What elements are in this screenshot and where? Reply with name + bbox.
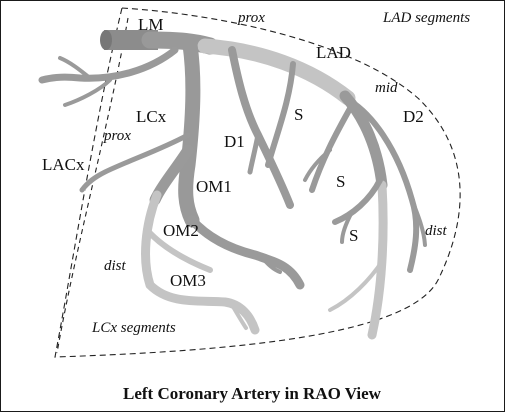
- label-s-1: S: [294, 105, 303, 124]
- septal-branch-3-twig: [340, 210, 354, 244]
- label-d1: D1: [224, 132, 245, 151]
- septal-branch-1: [265, 61, 296, 168]
- septal-branch-3: [332, 177, 383, 225]
- label-s-2: S: [336, 172, 345, 191]
- lcx-distal: [141, 190, 260, 335]
- lacx-boundary: [56, 17, 129, 354]
- lacx-branch-lower: [63, 78, 112, 107]
- om3-twig: [230, 303, 248, 330]
- septal-branch-2-twig: [303, 148, 332, 182]
- d1-side: [247, 132, 261, 175]
- om1-branch: [187, 215, 305, 290]
- label-dist-lcx: dist: [104, 258, 127, 274]
- label-lcx-segments: LCx segments: [91, 320, 176, 336]
- label-om2: OM2: [163, 221, 199, 240]
- label-lad-segments: LAD segments: [382, 10, 470, 26]
- lacx-branch: [38, 46, 179, 84]
- lad-mid: [197, 38, 356, 106]
- lcx-left-branch: [79, 132, 191, 193]
- label-lm: LM: [138, 15, 164, 34]
- left-main-cap: [100, 30, 112, 50]
- om2-branch: [144, 227, 213, 273]
- heart-outline: [54, 7, 461, 358]
- label-lacx: LACx: [42, 155, 85, 174]
- label-lcx: LCx: [136, 107, 167, 126]
- om1-twig: [260, 255, 282, 274]
- lad-distal-twig: [328, 258, 385, 312]
- figure-caption: Left Coronary Artery in RAO View: [123, 384, 382, 403]
- label-mid-lad: mid: [375, 80, 398, 96]
- lacx-branch-top: [58, 56, 92, 80]
- label-d2: D2: [403, 107, 424, 126]
- label-s-3: S: [349, 226, 358, 245]
- label-om1: OM1: [196, 177, 232, 196]
- d2-twig: [410, 198, 427, 247]
- label-lad: LAD: [316, 43, 351, 62]
- septal-branch-2: [309, 102, 355, 193]
- lcx-proximal: [178, 37, 201, 228]
- label-om3: OM3: [170, 271, 206, 290]
- label-prox-lad: prox: [237, 10, 265, 26]
- d2-branch: [342, 95, 420, 273]
- label-dist-lad: dist: [425, 223, 448, 239]
- label-prox-lcx: prox: [103, 128, 131, 144]
